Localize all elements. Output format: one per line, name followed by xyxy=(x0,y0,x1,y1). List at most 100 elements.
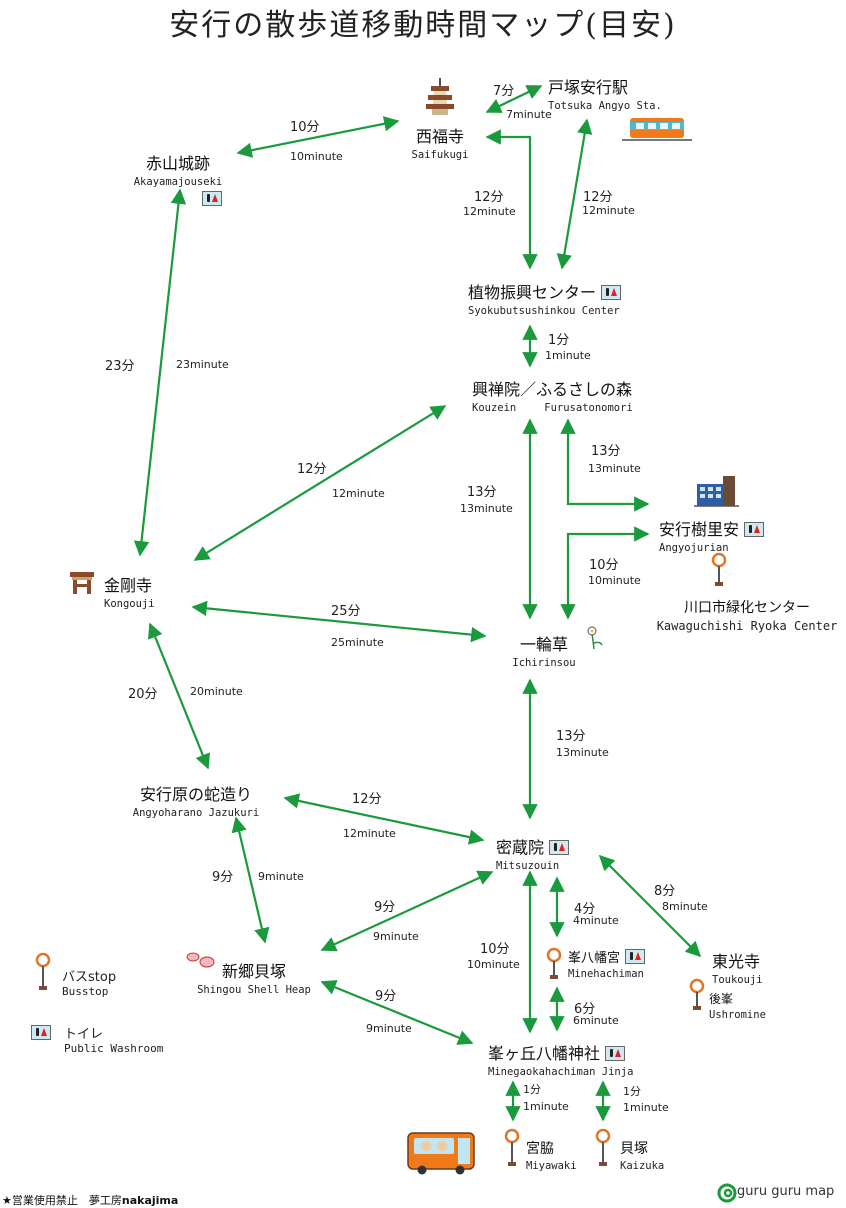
time-label-en: 12minute xyxy=(463,205,516,218)
route-akayama-saifukuji xyxy=(236,116,400,158)
time-label: 13分 xyxy=(556,729,586,744)
map-title: 安行の散歩道移動時間マップ(目安) xyxy=(169,8,677,43)
place-name: 新郷貝塚 xyxy=(221,962,286,981)
place-shokubutsu[interactable]: 植物振興センター Syokubutsushinkou Center xyxy=(468,279,622,317)
place-shingou[interactable]: 新郷貝塚 Shingou Shell Heap xyxy=(184,958,324,996)
brand-name: guru guru map xyxy=(737,1184,835,1199)
route-kouzein-kongouji xyxy=(193,405,447,561)
place-name-en: Kaizuka xyxy=(620,1160,665,1172)
place-name-en: Minehachiman xyxy=(568,968,644,980)
shell-icon xyxy=(186,952,215,968)
place-jazukuri[interactable]: 安行原の蛇造り Angyoharano Jazukuri xyxy=(108,781,284,819)
place-kongouji[interactable]: 金剛寺 Kongouji xyxy=(104,572,155,610)
washroom-icon xyxy=(625,949,646,964)
time-label-en: 12minute xyxy=(582,204,635,217)
place-totsuka-station[interactable]: 戸塚安行駅 Totsuka Angyo Sta. xyxy=(548,74,662,112)
legend-bus-stop: バスstop Busstop xyxy=(62,966,116,998)
time-label-en: 10minute xyxy=(467,958,520,971)
place-saifukuji[interactable]: 西福寺 Saifukugi xyxy=(398,123,482,161)
time-label-en: 13minute xyxy=(556,746,609,759)
route-kouzein-jurian xyxy=(560,418,650,512)
place-angyojurian[interactable]: 安行樹里安 Angyojurian xyxy=(659,516,765,554)
place-name: 西福寺 xyxy=(415,127,464,146)
time-label-en: 1minute xyxy=(545,349,591,362)
route-akayama-kongouji xyxy=(133,188,187,557)
place-miyawaki[interactable]: 宮脇 Miyawaki xyxy=(526,1138,577,1172)
place-akayama[interactable]: 赤山城跡 Akayamajouseki xyxy=(124,150,232,188)
time-label: 9分 xyxy=(374,900,396,915)
route-mitsuzouin-toukouji xyxy=(598,854,702,958)
time-label-en: 10minute xyxy=(290,150,343,163)
bus-stop-icon xyxy=(546,947,562,979)
route-saifukuji-shokubutsu xyxy=(485,129,538,270)
time-label: 12分 xyxy=(583,190,613,205)
bus-stop-icon xyxy=(595,1128,611,1166)
pagoda-icon xyxy=(426,78,454,115)
bus-stop-icon xyxy=(711,552,727,586)
time-label: 8分 xyxy=(654,884,676,899)
copyright-note: ★営業使用禁止 夢工房nakajima xyxy=(2,1194,179,1207)
legend-label-en: Busstop xyxy=(62,985,109,998)
place-name: 安行原の蛇造り xyxy=(139,785,252,804)
time-label: 25分 xyxy=(331,604,361,619)
route-jazukuri-shingou xyxy=(231,816,270,944)
time-label-en: 12minute xyxy=(343,827,396,840)
temple-gate-icon xyxy=(70,572,94,594)
time-label-en: 9minute xyxy=(258,870,304,883)
time-label: 10分 xyxy=(290,120,320,135)
time-label-en: 8minute xyxy=(662,900,708,913)
time-label-en: 7minute xyxy=(506,108,552,121)
time-label: 13分 xyxy=(467,485,497,500)
legend-label: バスstop xyxy=(62,970,117,985)
place-name-en: Totsuka Angyo Sta. xyxy=(548,100,662,112)
place-name-en: Kongouji xyxy=(104,598,155,610)
place-minegaoka[interactable]: 峯ヶ丘八幡神社 Minegaokahachiman Jinja xyxy=(488,1040,633,1078)
place-mitsuzouin[interactable]: 密蔵院 Mitsuzouin xyxy=(496,834,570,872)
time-label-en: 12minute xyxy=(332,487,385,500)
time-label: 1分 xyxy=(523,1083,541,1096)
time-label-en: 1minute xyxy=(623,1101,669,1114)
place-kawaguchi-ryoka[interactable]: 川口市緑化センター Kawaguchishi Ryoka Center xyxy=(652,597,842,633)
time-label-en: 10minute xyxy=(588,574,641,587)
time-label: 9分 xyxy=(375,989,397,1004)
time-label: 12分 xyxy=(352,792,382,807)
place-name-en: Mitsuzouin xyxy=(496,860,560,872)
route-shingou-minegaoka xyxy=(320,980,474,1045)
time-label-en: 9minute xyxy=(366,1022,412,1035)
place-name: 貝塚 xyxy=(620,1141,648,1157)
place-ushiromine[interactable]: 後峯 Ushromine xyxy=(709,990,766,1021)
time-label: 6分 xyxy=(574,1002,596,1017)
place-ichirinsou[interactable]: 一輪草 Ichirinsou xyxy=(504,631,584,669)
place-name-en: Shingou Shell Heap xyxy=(197,984,311,996)
place-name: 興禅院／ふるさしの森 xyxy=(472,380,633,399)
place-name-en: Angyoharano Jazukuri xyxy=(132,807,260,819)
bus-stop-icon xyxy=(689,978,705,1010)
bus-stop-icon xyxy=(35,952,51,990)
place-kaizuka[interactable]: 貝塚 Kaizuka xyxy=(620,1138,664,1172)
place-name-en: Ushromine xyxy=(709,1009,766,1021)
place-name-en: Kawaguchishi Ryoka Center xyxy=(656,619,838,633)
route-jazukuri-mitsuzouin xyxy=(283,793,485,845)
place-minehachiman[interactable]: 峯八幡宮 Minehachiman xyxy=(568,947,646,980)
route-jurian-ichirinsou xyxy=(560,526,650,620)
place-name-en: Minegaokahachiman Jinja xyxy=(488,1066,634,1078)
place-name-en: Akayamajouseki xyxy=(133,176,223,188)
washroom-icon xyxy=(744,522,765,537)
washroom-icon xyxy=(202,191,222,206)
bus-stop-icon xyxy=(504,1128,520,1166)
train-icon xyxy=(622,118,692,141)
place-name: 一輪草 xyxy=(519,635,568,654)
time-label: 13分 xyxy=(591,444,621,459)
place-toukouji[interactable]: 東光寺 Toukouji xyxy=(712,948,763,986)
washroom-icon xyxy=(601,285,622,300)
route-kongouji-ichirinsou xyxy=(191,600,487,643)
building-icon xyxy=(694,476,739,507)
time-label-en: 13minute xyxy=(460,502,513,515)
place-name: 密蔵院 xyxy=(496,834,570,858)
place-name-en: Ichirinsou xyxy=(512,657,576,669)
time-label-en: 1minute xyxy=(523,1100,569,1113)
time-label: 12分 xyxy=(297,462,327,477)
time-label: 10分 xyxy=(589,558,619,573)
